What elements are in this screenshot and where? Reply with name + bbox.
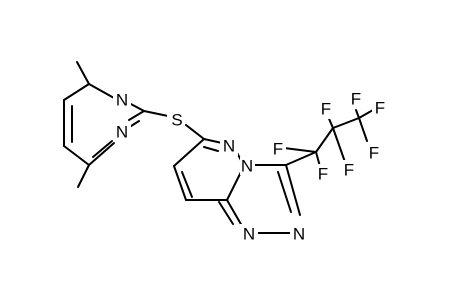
bond-pz-c6-n <box>203 138 223 144</box>
bond-pyr-c4-c5-inner <box>63 83 90 101</box>
svg-text:N: N <box>116 123 128 142</box>
svg-text:F: F <box>321 100 331 119</box>
atom-f2: F <box>315 164 331 184</box>
bond-cf3-f-bottom <box>358 117 368 142</box>
bond-pyr-n1-c6 <box>88 142 115 166</box>
atom-f3: F <box>318 99 334 119</box>
bond-pz-double-c6-n <box>203 146 219 152</box>
bond-pyr-double-bottom <box>92 140 113 158</box>
atom-n-bridgehead: N <box>240 157 255 176</box>
atom-n-pyridazine: N <box>220 136 238 156</box>
svg-text:N: N <box>223 137 235 156</box>
bond-pz-c5-c4 <box>173 165 187 201</box>
bond-pz-c3a-nbridge <box>226 169 243 201</box>
svg-text:N: N <box>243 225 255 244</box>
svg-text:F: F <box>273 140 283 159</box>
bond-cf3-f-right <box>358 109 374 119</box>
bond-cf3-f-top <box>355 109 360 119</box>
svg-text:F: F <box>351 90 361 109</box>
bond-cf2b-f-right <box>332 127 346 163</box>
bond-pz-double-c5-c4 <box>181 171 193 198</box>
atom-n-pyrimidine-bottom: N <box>113 122 131 142</box>
atom-f1: F <box>270 139 286 159</box>
svg-text:N: N <box>241 157 253 176</box>
svg-text:F: F <box>318 165 328 184</box>
svg-text:F: F <box>344 161 354 180</box>
svg-text:S: S <box>171 111 182 130</box>
atom-s-thioether: S <box>167 110 185 130</box>
atom-f4: F <box>341 160 357 180</box>
atom-f5: F <box>348 89 364 109</box>
bond-cf2a-cf2b <box>315 127 334 153</box>
bond-tri-double-n1-c3a <box>218 201 234 225</box>
svg-text:N: N <box>116 91 128 110</box>
bond-pz-c6-c5 <box>173 138 205 167</box>
bond-tri-double-c3-n2 <box>277 171 292 213</box>
bond-s-c6 <box>185 124 205 140</box>
atom-f7: F <box>366 143 382 163</box>
atom-n-triazole-left: N <box>240 224 258 244</box>
svg-text:N: N <box>293 225 305 244</box>
bond-pyr-c6-c5 <box>63 145 90 166</box>
bond-methyl-bottom <box>77 164 90 188</box>
bond-methyl-top <box>76 61 90 85</box>
atom-n-pyrimidine-top: N <box>113 90 131 110</box>
bond-cf2a-f-left <box>283 147 317 153</box>
bond-tri-n1-c3a <box>226 199 243 227</box>
bond-c3-cf2a <box>285 151 317 166</box>
bond-pyr-c4-n3 <box>88 83 115 99</box>
bond-c2-s <box>143 110 169 117</box>
bond-pyr-c2-n1 <box>128 110 145 121</box>
bond-cf2b-cf3 <box>332 117 360 129</box>
svg-text:F: F <box>369 144 379 163</box>
atom-labels: N N S N N N N F <box>113 89 388 244</box>
atom-n-triazole-right: N <box>290 224 308 244</box>
bonds <box>63 61 374 234</box>
svg-text:F: F <box>375 99 385 118</box>
bond-tri-c3-n2 <box>285 164 301 216</box>
bond-pyr-n3-c2 <box>128 102 145 112</box>
atom-f6: F <box>372 98 388 118</box>
